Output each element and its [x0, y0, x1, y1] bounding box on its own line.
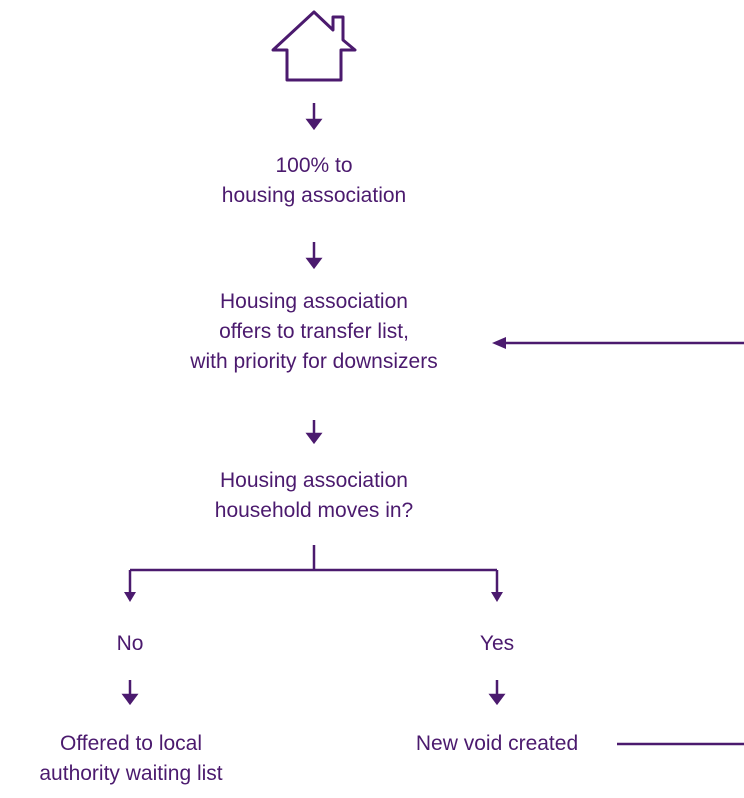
node-line: authority waiting list: [39, 762, 223, 785]
node-line: Housing association: [220, 290, 408, 313]
node-new-void-created: New void created: [385, 729, 609, 759]
node-line: Housing association: [220, 469, 408, 492]
node-line: household moves in?: [214, 499, 414, 522]
node-line: offers to transfer list,: [219, 320, 409, 343]
node-line: with priority for downsizers: [190, 350, 438, 373]
node-offered-to-local-authority: Offered to local authority waiting list: [0, 729, 262, 789]
node-100-to-housing-association: 100% to housing association: [164, 151, 464, 211]
node-housing-association-offers: Housing association offers to transfer l…: [134, 287, 494, 377]
node-no: No: [80, 629, 180, 659]
node-line: Offered to local: [59, 732, 203, 755]
node-line: No: [116, 632, 144, 655]
node-household-moves-in: Housing association household moves in?: [164, 466, 464, 526]
loop-arrowhead: [492, 337, 506, 349]
node-line: Yes: [479, 632, 515, 655]
node-yes: Yes: [447, 629, 547, 659]
house-icon: [271, 10, 357, 82]
node-line: 100% to: [275, 154, 353, 177]
node-line: housing association: [221, 184, 407, 207]
node-line: New void created: [415, 732, 579, 755]
